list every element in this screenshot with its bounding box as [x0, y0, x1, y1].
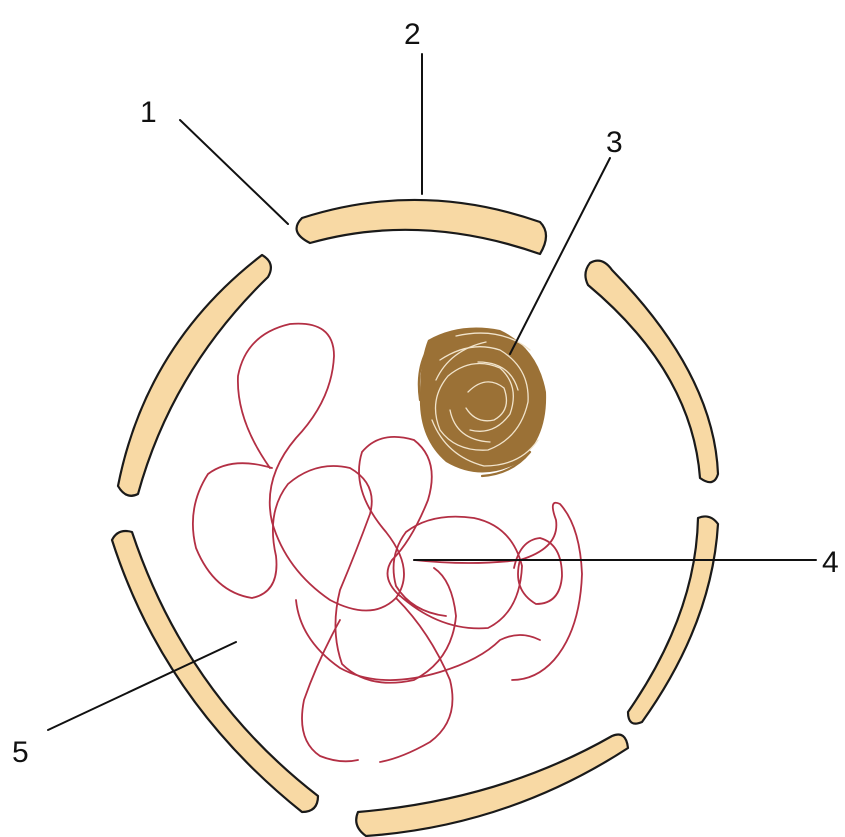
leader-line-1: [180, 120, 288, 224]
nucleolus: [419, 328, 546, 476]
label-2: 2: [404, 18, 421, 51]
label-3: 3: [606, 126, 623, 159]
label-5: 5: [12, 736, 29, 769]
chromatin-strand-4: [414, 503, 582, 680]
leader-line-3: [510, 158, 610, 354]
envelope-segment-bottom: [356, 735, 628, 837]
envelope-segment-right-lower: [628, 516, 718, 723]
chromatin-strand-8: [296, 600, 540, 680]
envelope-segment-top: [297, 200, 546, 254]
label-4: 4: [822, 546, 839, 579]
chromatin-strand-7: [302, 620, 358, 761]
envelope-segment-lower-left: [112, 531, 318, 812]
nuclear-envelope: [112, 200, 718, 836]
envelope-segment-upper-right: [585, 261, 718, 483]
envelope-segment-upper-left: [118, 255, 271, 496]
label-1: 1: [140, 96, 157, 129]
